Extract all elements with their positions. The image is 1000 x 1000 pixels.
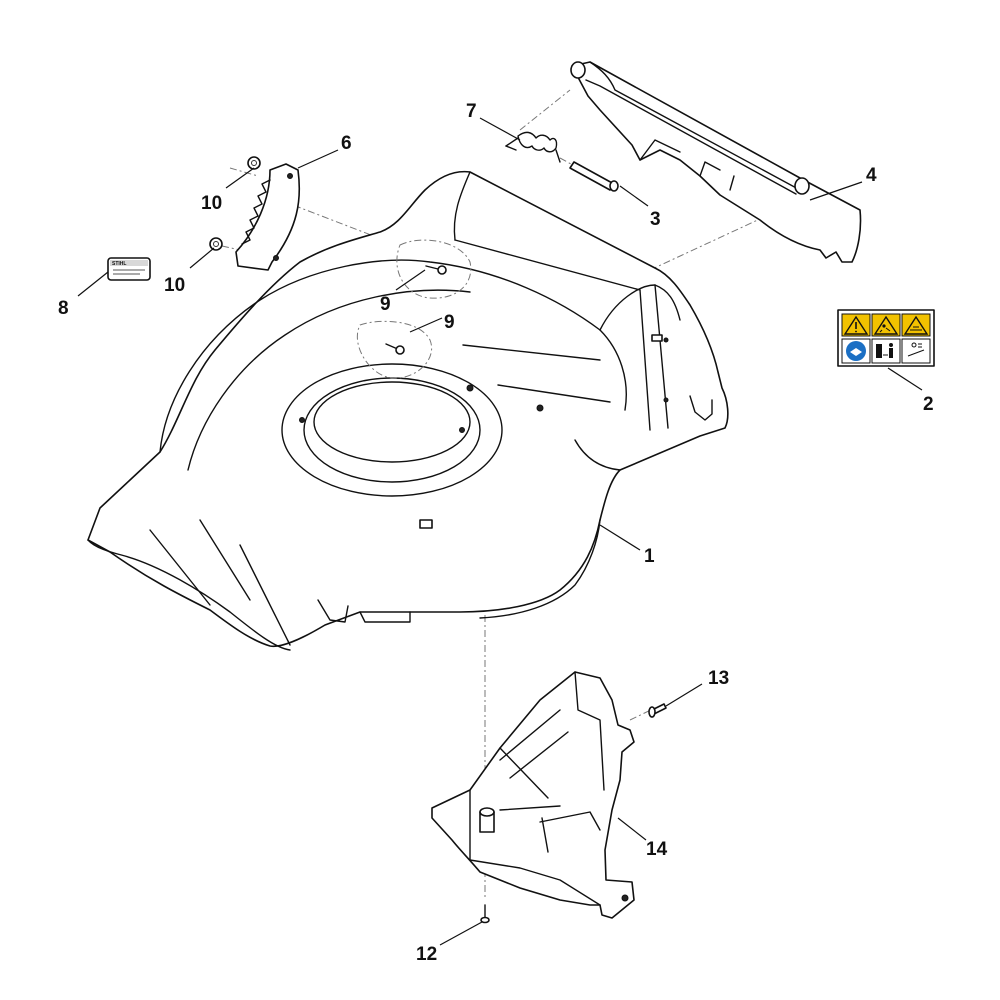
disconnect-power-icon bbox=[901, 338, 931, 364]
brand-label: STIHL bbox=[107, 257, 151, 281]
rear-flap bbox=[570, 61, 862, 263]
leader-lines bbox=[77, 117, 923, 946]
nut-lower bbox=[209, 237, 223, 251]
warning-triangle-icon bbox=[841, 313, 871, 337]
mower-deck bbox=[87, 170, 729, 651]
discharge-deflector bbox=[431, 671, 635, 919]
callout-1: 1 bbox=[644, 546, 655, 567]
blade-warning-icon bbox=[901, 313, 931, 337]
callout-9-lower: 9 bbox=[444, 312, 455, 333]
callout-12: 12 bbox=[416, 944, 437, 965]
callout-8: 8 bbox=[58, 298, 69, 319]
screw-bottom bbox=[480, 904, 490, 924]
callouts: 1 2 3 4 6 7 8 9 9 10 10 12 13 14 bbox=[58, 101, 934, 965]
callout-13: 13 bbox=[708, 668, 729, 689]
callout-14: 14 bbox=[646, 839, 668, 860]
nut-upper bbox=[247, 156, 261, 170]
callout-10-upper: 10 bbox=[201, 193, 222, 214]
callout-4: 4 bbox=[866, 165, 877, 186]
label-text: STIHL bbox=[112, 261, 126, 267]
pin-upper bbox=[425, 265, 447, 275]
callout-9-upper: 9 bbox=[380, 294, 391, 315]
thrown-object-warning-icon bbox=[871, 313, 901, 337]
read-manual-icon bbox=[841, 338, 871, 364]
safety-decal bbox=[837, 309, 935, 367]
keep-distance-icon bbox=[871, 338, 901, 364]
callout-10-lower: 10 bbox=[164, 275, 185, 296]
axle-pin bbox=[569, 161, 619, 192]
callout-3: 3 bbox=[650, 209, 661, 230]
pin-lower bbox=[385, 343, 405, 355]
callout-2: 2 bbox=[923, 394, 934, 415]
torsion-spring bbox=[505, 131, 561, 163]
height-adjust-segment bbox=[235, 163, 301, 271]
screw-side bbox=[648, 703, 667, 718]
callout-7: 7 bbox=[466, 101, 477, 122]
callout-6: 6 bbox=[341, 133, 352, 154]
